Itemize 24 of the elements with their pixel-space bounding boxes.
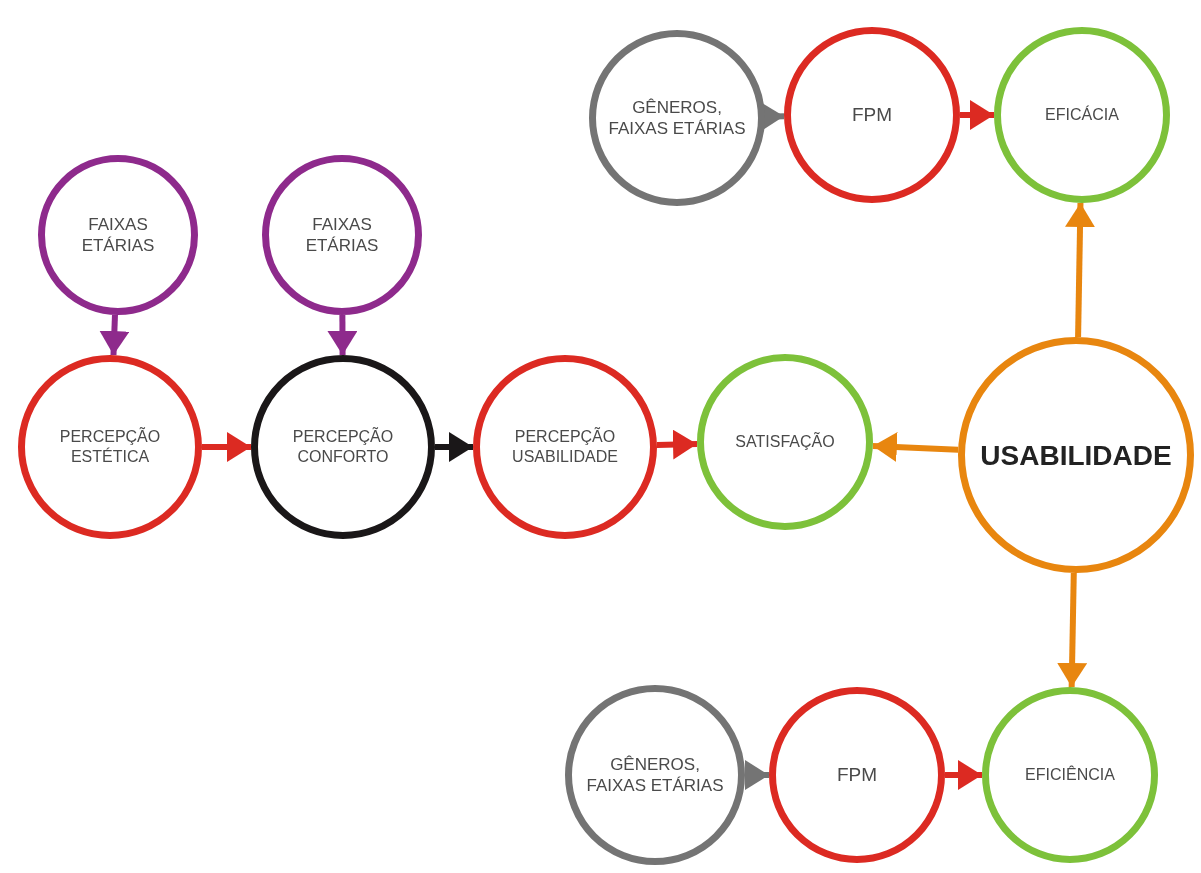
node-text: PERCEPÇÃO USABILIDADE — [511, 427, 619, 467]
arrow — [945, 760, 982, 790]
node-text: GÊNEROS, FAIXAS ETÁRIAS — [585, 753, 725, 797]
node-text: FPM — [851, 103, 893, 127]
arrow — [656, 429, 698, 460]
arrow — [872, 432, 959, 462]
arrow — [1057, 572, 1088, 688]
node-text: FAIXAS ETÁRIAS — [80, 213, 156, 257]
node-text: PERCEPÇÃO CONFORTO — [291, 427, 395, 467]
node-text: EFICIÊNCIA — [1025, 765, 1115, 785]
node-text: EFICÁCIA — [1045, 105, 1119, 125]
arrow — [99, 314, 130, 356]
node-text: PERCEPÇÃO ESTÉTICA — [58, 427, 162, 467]
arrow — [202, 432, 251, 462]
arrow — [435, 432, 473, 462]
node-text: FPM — [836, 763, 878, 787]
node-text: USABILIDADE — [980, 438, 1172, 473]
node-text: GÊNEROS, FAIXAS ETÁRIAS — [608, 96, 746, 140]
node-text: SATISFAÇÃO — [735, 432, 835, 452]
arrow — [327, 315, 358, 356]
arrow — [960, 100, 994, 130]
node-text: FAIXAS ETÁRIAS — [304, 213, 380, 257]
arrow — [745, 760, 769, 790]
arrow — [1065, 202, 1095, 338]
